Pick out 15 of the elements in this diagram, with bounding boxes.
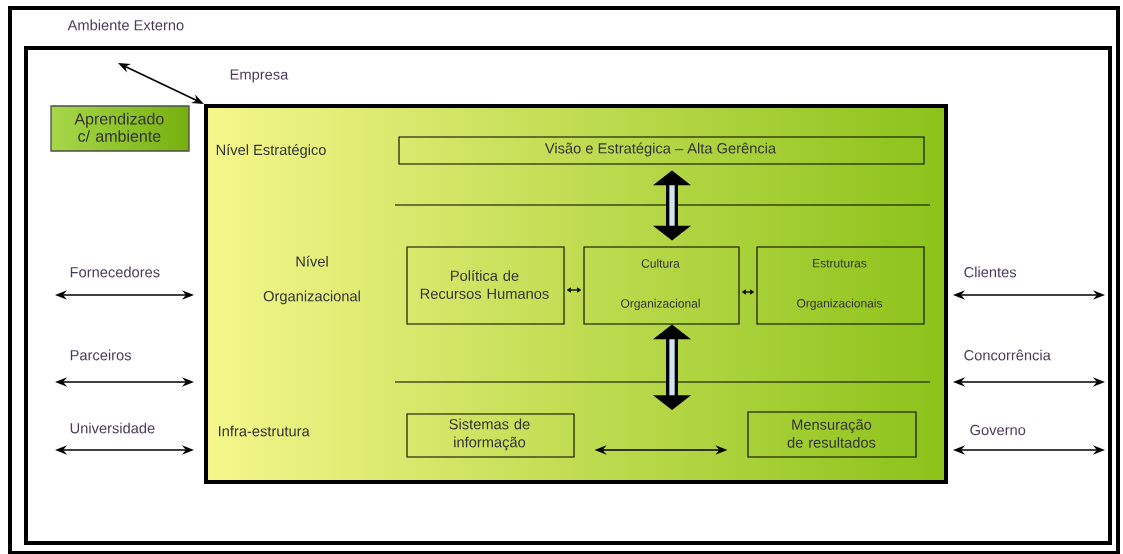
edge-label: Universidade [68, 421, 157, 435]
process-box: Aprendizado c/ ambiente [50, 105, 190, 152]
arrow [566, 287, 582, 293]
edge-label: Fornecedores [68, 265, 162, 279]
process-box: Cultura Organizacional [583, 246, 740, 325]
edge-label: Clientes [962, 265, 1018, 279]
process-box: Visão e Estratégica – Alta Gerência [398, 136, 925, 165]
process-box: Estruturas Organizacionais [756, 246, 925, 325]
process-box: Mensuração de resultados [747, 411, 917, 458]
arrow [741, 289, 755, 295]
edge-label: Concorrência [962, 348, 1053, 362]
edge-label: Governo [968, 423, 1028, 437]
process-box: Política de Recursos Humanos [406, 246, 565, 325]
process-box: Sistemas de informação [406, 413, 575, 458]
edge-label: Parceiros [68, 348, 133, 362]
